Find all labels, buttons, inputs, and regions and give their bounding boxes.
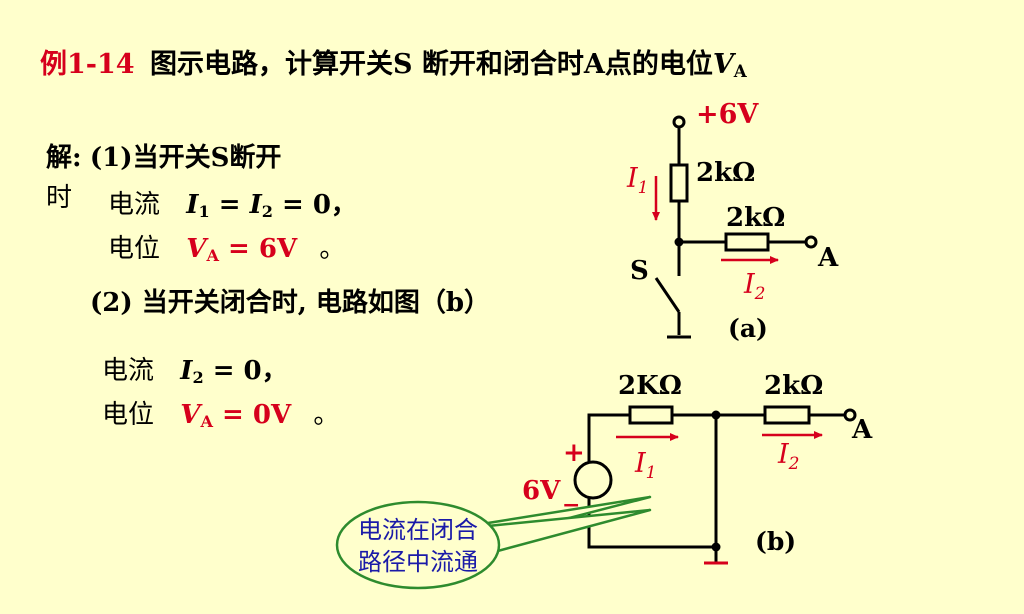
title-text: 图示电路，计算开关S 断开和闭合时A点的电位 [149,49,713,80]
circuit-b-wire [587,498,716,549]
circuit-a-resistor-2 [724,232,770,252]
current1-expression: I1 = I2 = 0， [186,190,357,222]
circuit-a-supply-label: +6V [696,99,759,130]
circuit-a-junction-dot [674,237,684,247]
case2-line: (2) 当开关闭合时, 电路如图（b） [90,288,490,318]
potential1-tail: 。 [319,234,346,264]
circuit-a-switch-label: S [630,256,649,286]
case1-continuation: 时 [46,183,73,213]
title-var: V [712,49,734,80]
circuit-b-current1-label: I1 [634,448,657,483]
title-var-sub: A [733,61,747,82]
potential1-expression: VA = 6V [186,234,298,266]
circuit-b-node-label: A [851,415,873,445]
example-number: 例1-14 [40,49,135,80]
circuit-b-r2-label: 2kΩ [764,371,823,401]
circuit-b-junction-dot-bottom [711,542,721,552]
circuit-b-junction-dot-top [711,410,721,420]
circuit-b-r1-label: 2KΩ [618,371,682,401]
circuit-b-current2-label: I2 [777,439,800,474]
current2-expression: I2 = 0， [180,356,288,388]
potential2-label: 电位 [102,400,155,430]
circuit-a-switch-blade [654,277,681,313]
solution-case1: 解: (1)当开关S断开 [46,143,281,173]
solution-label: 解: [46,143,82,173]
circuit-b-wire [587,413,630,462]
circuit-b-caption: (b) [755,527,796,556]
current1-line: 电流 I1 = I2 = 0， [108,190,357,220]
circuit-b-voltage-source [573,460,613,500]
callout-bubble [335,500,501,590]
case2-text: (2) 当开关闭合时, 电路如图（b） [90,288,491,318]
example-title: 例1-14 图示电路，计算开关S 断开和闭合时A点的电位VA [40,50,747,80]
circuit-a-r2-label: 2kΩ [726,203,785,233]
case1-text: (1)当开关S断开 [89,143,282,173]
callout-line-2: 路径中流通 [358,548,478,576]
current2-line: 电流 I2 = 0， [102,356,288,386]
circuit-a-current2-label: I2 [743,269,766,304]
circuit-a-supply-terminal [672,115,686,129]
circuit-b [573,405,857,565]
circuit-b-resistor-1 [628,405,674,425]
circuit-a-r1-label: 2kΩ [696,158,755,188]
circuit-a-node-a-terminal [804,235,818,249]
potential2-expression: VA = 0V [180,400,292,432]
circuit-a-caption: (a) [728,314,768,343]
potential2-line: 电位 VA = 0V 。 [102,400,339,430]
circuit-b-node-a-terminal [843,408,857,422]
current1-label: 电流 [108,190,161,220]
callout: 电流在闭合 路径中流通 [335,495,652,590]
circuit-b-resistor-2 [763,405,811,425]
current2-label: 电流 [102,356,155,386]
potential1-label: 电位 [108,234,161,264]
potential1-line: 电位 VA = 6V 。 [108,234,345,264]
circuit-b-source-label: 6V [522,476,561,506]
circuit-b-plus-sign: + [563,438,585,468]
circuit-a-resistor-1 [669,163,689,203]
potential2-tail: 。 [313,400,340,430]
circuit-a-node-label: A [817,243,839,273]
callout-line-1: 电流在闭合 [358,516,478,544]
circuit-a-current1-label: I1 [626,163,649,198]
